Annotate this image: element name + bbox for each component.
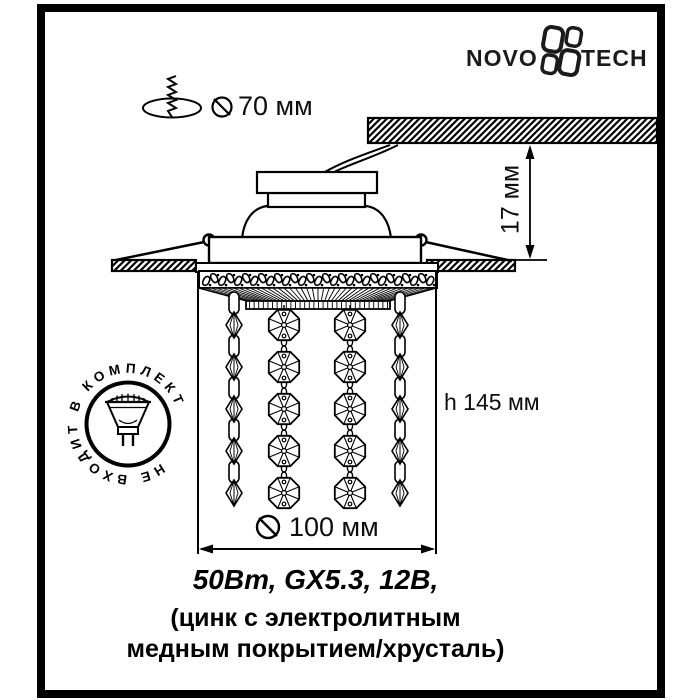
lamp-not-included-badge: НЕ ВХОДИТ В КОМПЛЕКТ bbox=[65, 361, 184, 488]
halogen-lamp-icon bbox=[105, 393, 151, 446]
recess-depth-label: 17 мм bbox=[496, 164, 525, 235]
decorative-band bbox=[198, 270, 438, 289]
border-frame bbox=[37, 4, 665, 698]
ceiling-section bbox=[110, 116, 659, 273]
spec-line-power: 50Вт, GX5.3, 12В, bbox=[192, 564, 439, 595]
trim-ring bbox=[195, 235, 439, 273]
width-dimension bbox=[199, 544, 435, 554]
body-diameter-label: 100 мм bbox=[289, 512, 379, 542]
diameter-icon-70 bbox=[211, 96, 233, 118]
fixture-housing bbox=[240, 170, 393, 240]
spec-line-material-2: медным покрытием/хрусталь) bbox=[126, 635, 505, 663]
brand-name-left: NOVO bbox=[466, 45, 538, 71]
canopy-fan bbox=[198, 287, 437, 310]
pendant-height-label: h 145 мм bbox=[444, 389, 540, 415]
diameter-icon-100 bbox=[255, 514, 281, 540]
crystal-strands bbox=[225, 291, 409, 510]
spec-text-block: 50Вт, GX5.3, 12В, (цинк с электролитным … bbox=[63, 563, 568, 665]
drill-hole-icon bbox=[142, 75, 202, 119]
brand-name-right: TECH bbox=[581, 45, 648, 71]
depth-dimension bbox=[492, 145, 547, 261]
mounting-wire bbox=[322, 144, 399, 174]
brand-flower-icon bbox=[540, 25, 584, 78]
spec-line-material-1: (цинк с электролитным bbox=[170, 604, 461, 632]
shade-outline bbox=[197, 272, 437, 554]
hole-diameter-label: 70 мм bbox=[238, 91, 313, 121]
